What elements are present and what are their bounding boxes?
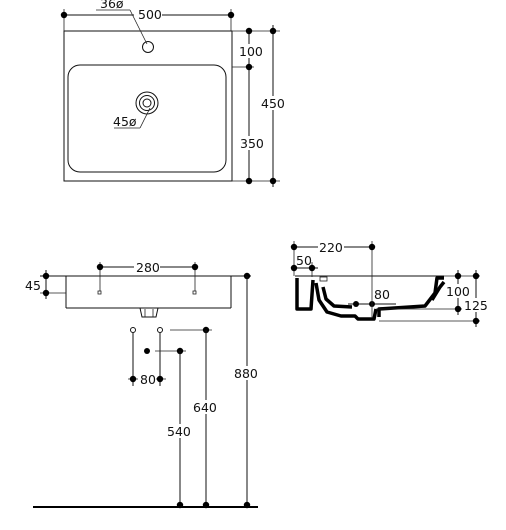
- rim-offset-dimension-label: 50: [296, 253, 312, 268]
- basin-depth-dimension-label: 350: [240, 136, 264, 151]
- depth-to-bracket-dimension-label: 220: [319, 240, 343, 255]
- trap-offset-dimension-label: 80: [140, 372, 156, 387]
- side-section-view: 220 50 80 100 125: [290, 240, 488, 327]
- rim-height-dimension-label: 45: [25, 278, 41, 293]
- width-dimension-label: 500: [138, 7, 162, 22]
- front-view: 280 45 80 540 640 880: [25, 260, 259, 509]
- outlet-height-dimension-label: 540: [167, 424, 191, 439]
- drain-dimension-label: 45ø: [113, 114, 137, 129]
- drain-icon: [135, 91, 159, 115]
- inner-height-dimension-label: 100: [446, 284, 470, 299]
- outlet-offset-dimension-label: 80: [374, 287, 390, 302]
- supply-height-dimension-label: 640: [193, 400, 217, 415]
- top-margin-dimension-label: 100: [239, 44, 263, 59]
- total-height-dimension-label: 125: [464, 298, 488, 313]
- top-view: 500 36ø 45ø 100 350 450: [60, 0, 285, 187]
- tap-hole-dimension-label: 36ø: [100, 0, 124, 11]
- rim-floor-height-dimension-label: 880: [234, 366, 258, 381]
- depth-dimension-label: 450: [261, 96, 285, 111]
- bracket-spacing-dimension-label: 280: [136, 260, 160, 275]
- top-view-bowl-outline: [67, 64, 227, 173]
- top-view-basin-outline: [63, 30, 233, 182]
- tap-hole-icon: [142, 41, 154, 53]
